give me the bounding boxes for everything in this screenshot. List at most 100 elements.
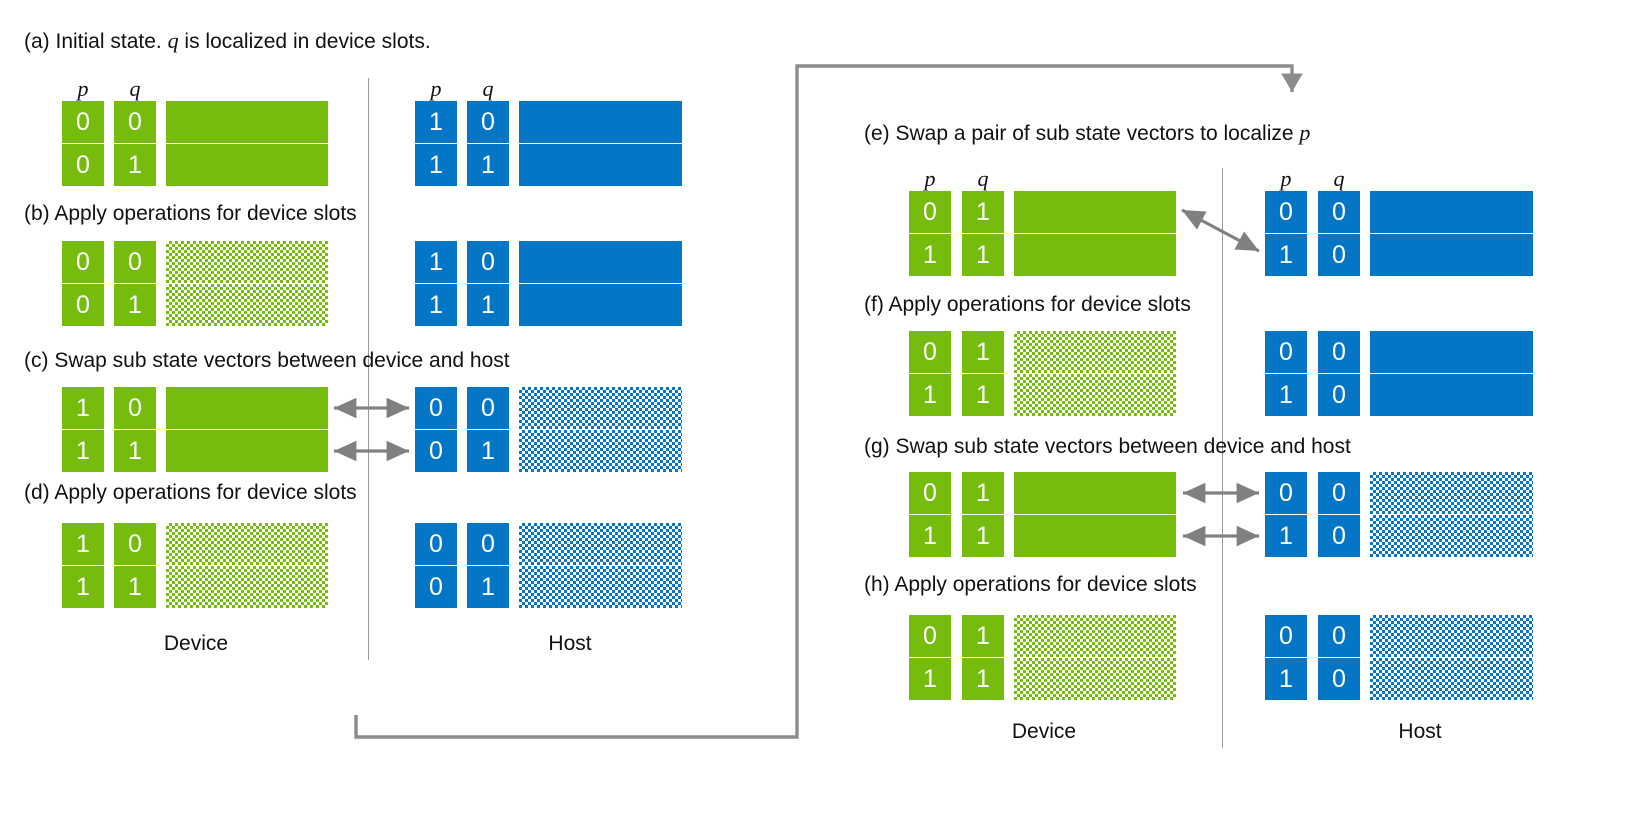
panel-c-device-row1-p: 1: [62, 430, 104, 472]
panel-g-device-row1-p: 1: [909, 515, 951, 557]
panel-b-host-row1-q: 1: [467, 284, 509, 326]
panel-f-host-row1-p: 1: [1265, 374, 1307, 416]
panel-e-host-row0-bar: [1370, 191, 1533, 233]
panel-d-host-row0-q: 0: [467, 523, 509, 565]
panel-c-host-row1-p: 0: [415, 430, 457, 472]
panel-h-device-row1-bar: [1014, 658, 1176, 700]
panel-a-host-row1-p: 1: [415, 144, 457, 186]
panel-e-host-header-p: p: [1280, 166, 1292, 191]
panel-e-device-row1-q: 1: [962, 234, 1004, 276]
panel-d-caption: (d) Apply operations for device slots: [24, 481, 357, 504]
panel-c-caption: (c) Swap sub state vectors between devic…: [24, 349, 510, 372]
panel-a-host-row0-p: 1: [415, 101, 457, 143]
panel-h-host-row1-q: 0: [1318, 658, 1360, 700]
panel-h-device-row1-p: 1: [909, 658, 951, 700]
panel-b-device-row1-bar: [166, 284, 328, 326]
panel-b-host-row0-p: 1: [415, 241, 457, 283]
panel-h-device-row0-bar: [1014, 615, 1176, 657]
panel-c-device-row0-q: 0: [114, 387, 156, 429]
panel-a-host-row1-q: 1: [467, 144, 509, 186]
panel-f-host-row0-bar: [1370, 331, 1533, 373]
panel-e-device-row0-bar: [1014, 191, 1176, 233]
panel-h-device-row0-p: 0: [909, 615, 951, 657]
panel-e-host-row1-q: 0: [1318, 234, 1360, 276]
panel-g-host-row0-q: 0: [1318, 472, 1360, 514]
panel-g-device-row1-q: 1: [962, 515, 1004, 557]
panel-a-device-header-p: p: [77, 76, 89, 101]
panel-b-host-row1-bar: [519, 284, 682, 326]
panel-e-host-row1-p: 1: [1265, 234, 1307, 276]
panel-a-device-header-q: q: [129, 76, 141, 101]
panel-a-device-row0-q: 0: [114, 101, 156, 143]
panel-f-device-row0-p: 0: [909, 331, 951, 373]
panel-c-device-row0-p: 1: [62, 387, 104, 429]
panel-a-host-header-q: q: [482, 76, 494, 101]
panel-c-host-row1-q: 1: [467, 430, 509, 472]
panel-d-host-row1-bar: [519, 566, 682, 608]
panel-e-host-row0-p: 0: [1265, 191, 1307, 233]
panel-a-host-row0-q: 0: [467, 101, 509, 143]
panel-d-host-row1-p: 0: [415, 566, 457, 608]
panel-a-device-row1-p: 0: [62, 144, 104, 186]
panel-g-host-row1-q: 0: [1318, 515, 1360, 557]
panel-g-device-row0-q: 1: [962, 472, 1004, 514]
panel-g-host-row0-p: 0: [1265, 472, 1307, 514]
panel-d-device-row1-p: 1: [62, 566, 104, 608]
panel-e-device-row0-q: 1: [962, 191, 1004, 233]
panel-e-device-row1-bar: [1014, 234, 1176, 276]
panel-d-device-row0-p: 1: [62, 523, 104, 565]
panel-d-host-row0-p: 0: [415, 523, 457, 565]
panel-f-host-row1-bar: [1370, 374, 1533, 416]
panel-a-host-row1-bar: [519, 144, 682, 186]
panel-a-device-row0-bar: [166, 101, 328, 143]
panel-e-host-row1-bar: [1370, 234, 1533, 276]
panel-e-host-header-q: q: [1333, 166, 1345, 191]
panel-b-device-row1-p: 0: [62, 284, 104, 326]
panel-f-host-row0-q: 0: [1318, 331, 1360, 373]
right-host-label: Host: [1398, 720, 1442, 743]
panel-f-device-row0-q: 1: [962, 331, 1004, 373]
panel-b-host-row1-p: 1: [415, 284, 457, 326]
panel-h-host-row0-bar: [1370, 615, 1533, 657]
panel-h-device-row0-q: 1: [962, 615, 1004, 657]
panel-c-host-row0-bar: [519, 387, 682, 429]
panel-d-host-row0-bar: [519, 523, 682, 565]
panel-g-host-row1-p: 1: [1265, 515, 1307, 557]
panel-f-caption: (f) Apply operations for device slots: [864, 293, 1191, 316]
panel-b-caption: (b) Apply operations for device slots: [24, 202, 357, 225]
panel-a-device-row1-bar: [166, 144, 328, 186]
panel-e-host-row0-q: 0: [1318, 191, 1360, 233]
panel-d-device-row1-q: 1: [114, 566, 156, 608]
panel-g-device-row0-p: 0: [909, 472, 951, 514]
panel-g-host-row1-bar: [1370, 515, 1533, 557]
panel-f-device-row1-bar: [1014, 374, 1176, 416]
panel-e-device-header-p: p: [924, 166, 936, 191]
panel-g-device-row1-bar: [1014, 515, 1176, 557]
panel-g-host-row0-bar: [1370, 472, 1533, 514]
panel-b-host-row0-bar: [519, 241, 682, 283]
panel-c-device-row1-bar: [166, 430, 328, 472]
left-host-label: Host: [548, 632, 592, 655]
panel-h-host-row1-bar: [1370, 658, 1533, 700]
panel-b-device-row0-q: 0: [114, 241, 156, 283]
panel-e-swap-arrow-diagonal: [1181, 208, 1260, 253]
panel-f-host-row0-p: 0: [1265, 331, 1307, 373]
panel-d-device-row0-q: 0: [114, 523, 156, 565]
panel-h-caption: (h) Apply operations for device slots: [864, 573, 1197, 596]
panel-c-host-row0-q: 0: [467, 387, 509, 429]
panel-e-caption: (e) Swap a pair of sub state vectors to …: [864, 120, 1311, 145]
right-device-host-divider: [1222, 168, 1223, 748]
panel-h-device-row1-q: 1: [962, 658, 1004, 700]
panel-a-host-row0-bar: [519, 101, 682, 143]
panel-f-device-row1-p: 1: [909, 374, 951, 416]
panel-c-host-row0-p: 0: [415, 387, 457, 429]
panel-a-caption: (a) Initial state. q is localized in dev…: [24, 28, 431, 53]
panel-b-device-row1-q: 1: [114, 284, 156, 326]
panel-d-device-row0-bar: [166, 523, 328, 565]
panel-e-device-header-q: q: [977, 166, 989, 191]
panel-c-device-row0-bar: [166, 387, 328, 429]
panel-b-device-row0-p: 0: [62, 241, 104, 283]
panel-g-device-row0-bar: [1014, 472, 1176, 514]
left-device-label: Device: [163, 632, 229, 655]
